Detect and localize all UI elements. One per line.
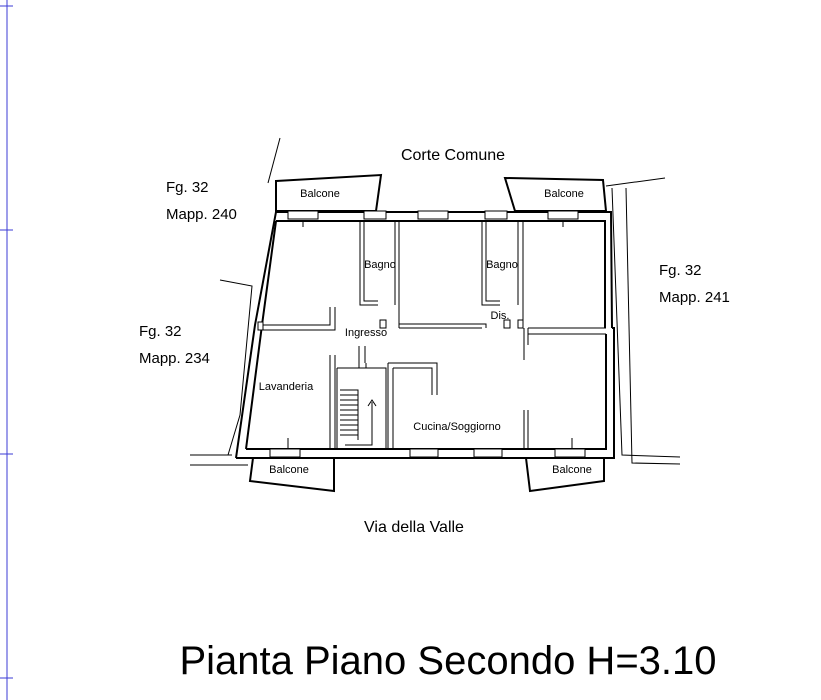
- windows-north: [287, 210, 579, 220]
- label-fg-e: Fg. 32: [659, 262, 702, 279]
- label-mapp-240: Mapp. 240: [166, 206, 237, 223]
- ruler-left: [0, 0, 13, 700]
- room-bagno-1: Bagno: [364, 259, 396, 271]
- label-mapp-241: Mapp. 241: [659, 289, 730, 306]
- room-balcone-nw: Balcone: [300, 188, 340, 200]
- staircase: [336, 346, 387, 449]
- label-mapp-234: Mapp. 234: [139, 350, 210, 367]
- room-balcone-sw: Balcone: [269, 464, 309, 476]
- plan-title: Pianta Piano Secondo H=3.10: [179, 639, 716, 683]
- room-cucina-soggiorno: Cucina/Soggiorno: [413, 421, 500, 433]
- room-dis: Dis.: [491, 310, 510, 322]
- windows-south: [269, 438, 586, 458]
- window-mullions-north: [302, 221, 564, 227]
- label-corte-comune: Corte Comune: [401, 147, 505, 164]
- room-ingresso: Ingresso: [345, 327, 387, 339]
- room-balcone-ne: Balcone: [544, 188, 584, 200]
- room-balcone-se: Balcone: [552, 464, 592, 476]
- room-bagno-2: Bagno: [486, 259, 518, 271]
- label-via-della-valle: Via della Valle: [364, 519, 464, 536]
- interior-walls: [257, 221, 606, 449]
- neighbour-lines: [190, 137, 681, 466]
- room-lavanderia: Lavanderia: [259, 381, 314, 393]
- outer-walls: [235, 211, 615, 459]
- label-fg-nw: Fg. 32: [166, 179, 209, 196]
- label-fg-w: Fg. 32: [139, 323, 182, 340]
